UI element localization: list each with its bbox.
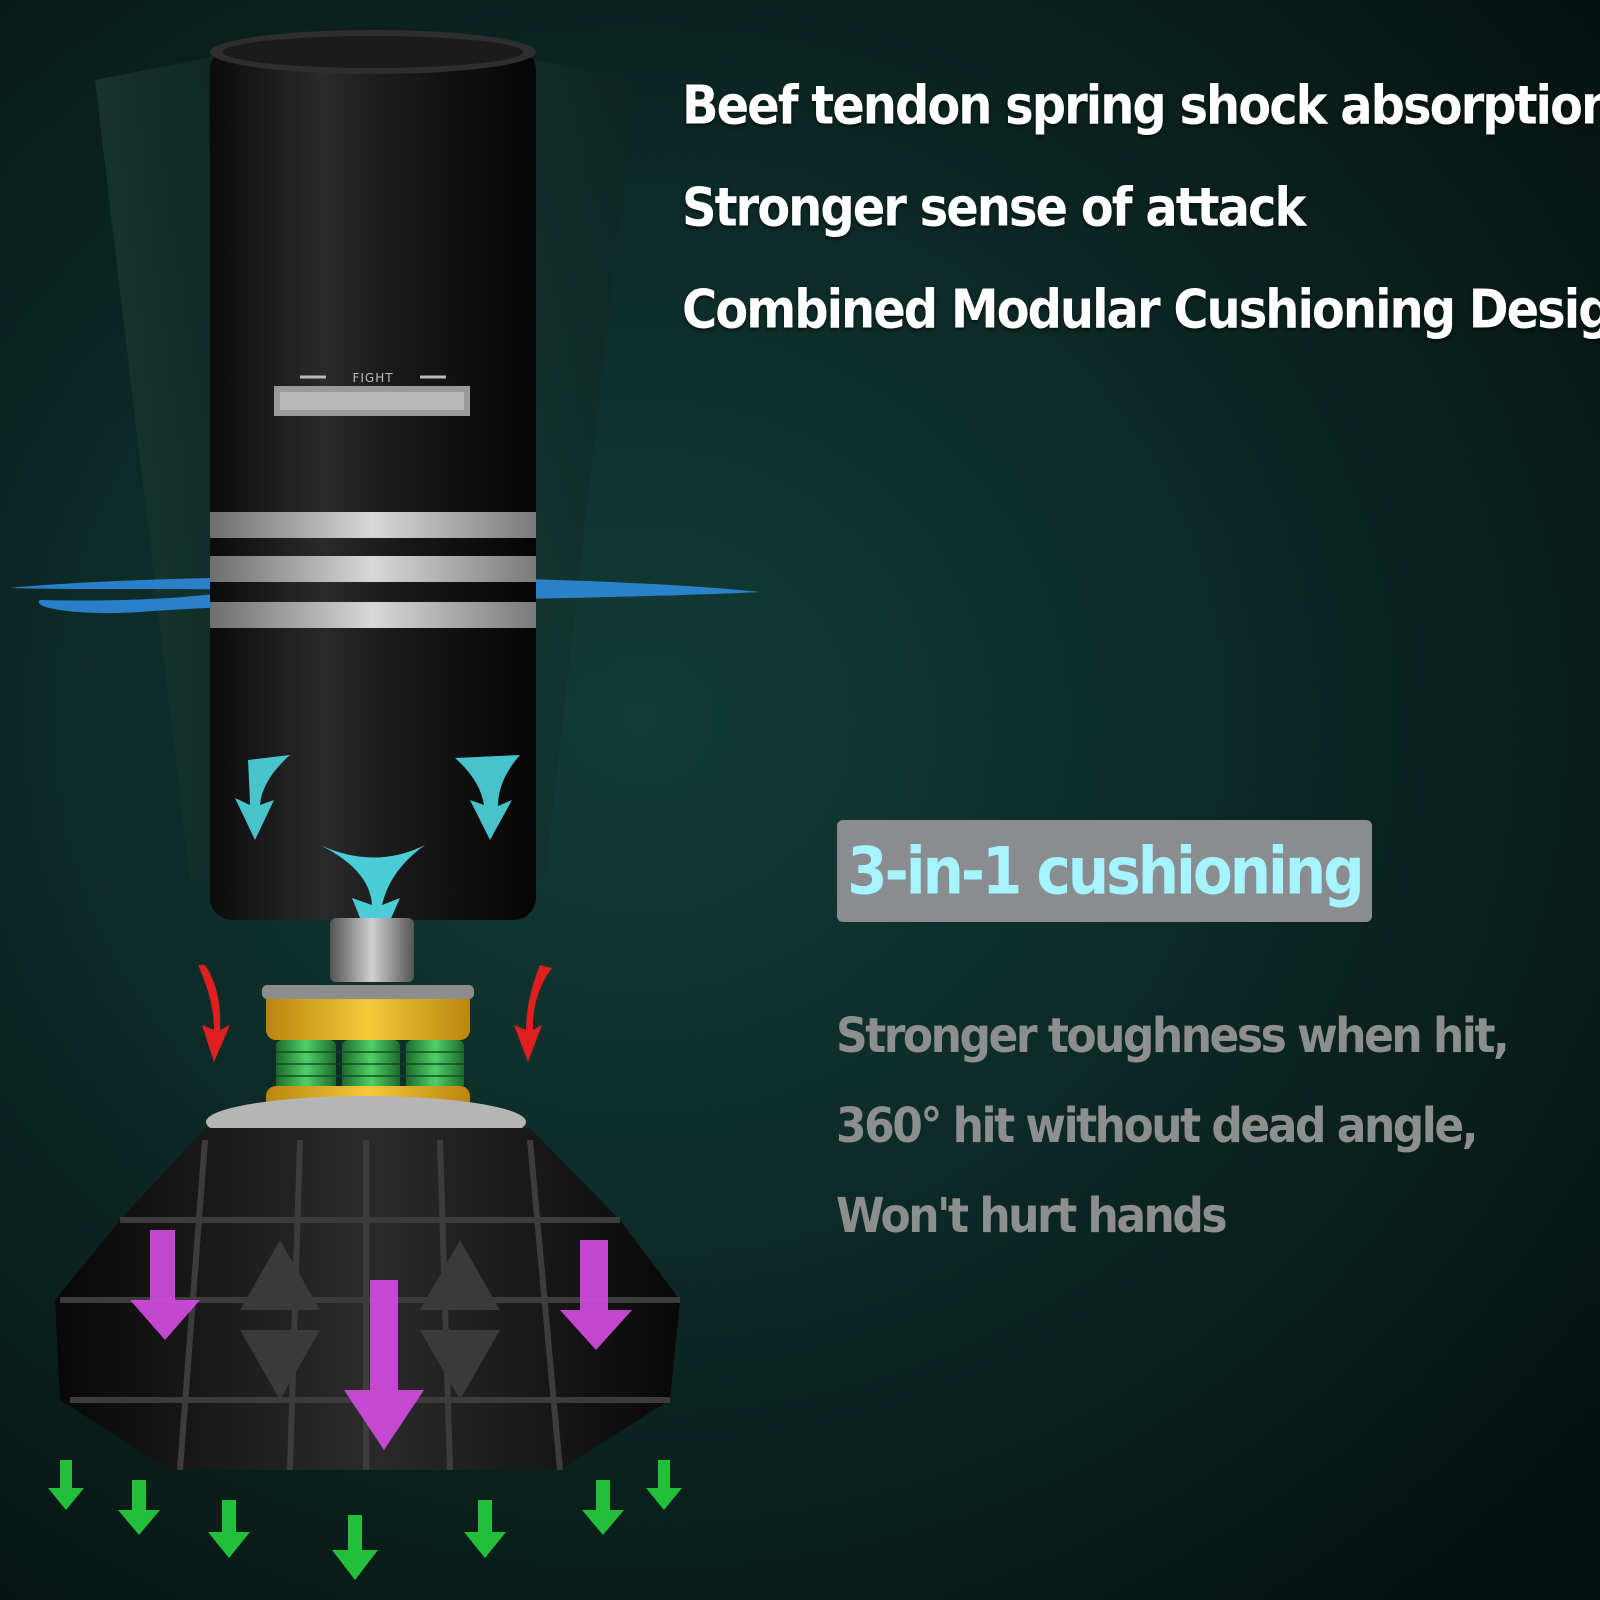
base-triangles — [240, 1240, 500, 1400]
feature-line-2: 360° hit without dead angle, — [836, 1098, 1478, 1155]
steel-shaft — [330, 918, 414, 982]
gold-hub-top — [266, 990, 470, 1040]
cushioning-badge: 3-in-1 cushioning — [837, 820, 1372, 922]
feature-line-3: Won't hurt hands — [836, 1188, 1228, 1245]
cyan-arrows — [235, 755, 520, 955]
bag-stripe — [210, 602, 536, 628]
headline-3: Combined Modular Cushioning Design — [682, 278, 1600, 341]
headline-1: Beef tendon spring shock absorption — [682, 74, 1600, 137]
bag-stripe — [210, 556, 536, 582]
green-arrows — [48, 1460, 682, 1580]
bag-body — [210, 48, 536, 920]
bag-stripe — [210, 512, 536, 538]
feature-line-1: Stronger toughness when hit, — [836, 1008, 1510, 1065]
headline-2: Stronger sense of attack — [682, 176, 1306, 239]
magenta-arrows — [130, 1230, 632, 1450]
badge-label: 3-in-1 cushioning — [847, 832, 1364, 910]
brand-label: FIGHT — [352, 371, 393, 385]
red-arrows — [198, 965, 552, 1062]
